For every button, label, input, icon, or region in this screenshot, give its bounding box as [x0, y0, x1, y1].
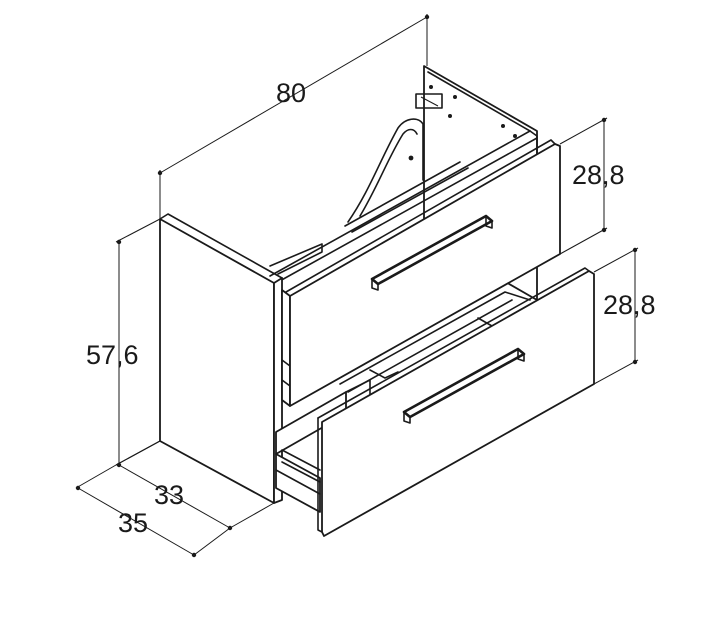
- bottom-drawer-handle: [402, 347, 526, 424]
- bottom-drawer-height-label: 28,8: [603, 290, 656, 320]
- width-label: 80: [276, 78, 306, 108]
- bottom-drawer: [275, 267, 595, 537]
- outer-depth-label: 35: [118, 508, 148, 538]
- height-label: 57,6: [86, 340, 139, 370]
- top-drawer-handle: [370, 214, 494, 291]
- dimension-lines: [75, 14, 639, 558]
- top-drawer-height-label: 28,8: [572, 160, 625, 190]
- inner-depth-label: 33: [154, 480, 184, 510]
- top-drawer: [281, 139, 561, 407]
- left-side-panel: [159, 213, 283, 504]
